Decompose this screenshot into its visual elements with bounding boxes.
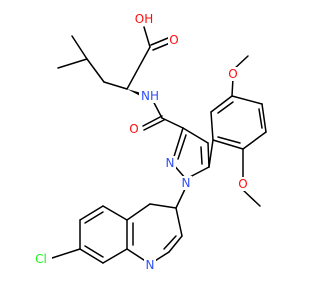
mask-n1 [180, 176, 192, 190]
mask-oh [133, 12, 153, 26]
label-pyrazole-n2: N [166, 156, 175, 170]
bonds-group [51, 26, 267, 265]
bond-c-oh [143, 26, 151, 48]
mask-n2 [164, 156, 176, 170]
bond-n1-quinoline [175, 186, 187, 209]
bond-calpha-ch2 [103, 81, 128, 90]
bond-q-inner-a [163, 235, 177, 250]
bond-ar-inner-b [258, 108, 263, 129]
bond-ch-me2 [71, 35, 88, 60]
bond-n2-c3-double [177, 134, 187, 160]
bond-q-c8-c8a [102, 248, 128, 264]
bond-c4-c5 [207, 142, 210, 168]
label-methoxy-top-o: O [228, 67, 237, 81]
bond-ar-inner-a [217, 101, 234, 114]
mask-cl [30, 252, 52, 266]
bond-q-inner-c [84, 211, 104, 224]
mask-o-amide [128, 122, 140, 136]
atom-labels-group: OH O NH O N N O O N Cl [30, 12, 249, 272]
bond-camide-o-b [143, 119, 165, 131]
bond-q-c5-c6 [79, 205, 104, 221]
bond-camide-c3 [161, 117, 184, 129]
structure-canvas: OH O NH O N N O O N Cl [30, 12, 267, 272]
bond-calpha-ccooh [126, 46, 151, 90]
bond-ar-1-2 [210, 111, 214, 141]
bond-ar-inner-c [217, 136, 241, 144]
bond-ch2-ch [86, 58, 105, 83]
bond-ar-3-4 [231, 95, 263, 105]
bond-q-c3-c2 [168, 235, 183, 253]
bond-ch-me1 [57, 58, 88, 69]
label-methoxy-bottom-o: O [238, 177, 247, 191]
bond-ar-2-3 [210, 95, 233, 113]
bond-ar-5-6 [242, 131, 267, 150]
bond-camide-o-a [142, 115, 163, 127]
mask-o-acid [168, 33, 180, 47]
bond-c-o-double-a [150, 37, 169, 46]
label-chloro: Cl [35, 252, 47, 266]
mask-ome-bottom [237, 177, 249, 191]
bond-q-c4a-c4 [126, 203, 151, 221]
bond-q-inner-d [84, 245, 104, 258]
bond-ome-bottom-me [242, 189, 261, 207]
label-amide-nh: NH [141, 89, 159, 103]
mask-nq [144, 258, 156, 272]
bond-c-o-double-b [152, 42, 171, 51]
label-carboxyl-oh: OH [135, 12, 153, 26]
bond-c3-c4 [182, 127, 209, 144]
label-quinoline-n: N [146, 258, 155, 272]
bond-q-c4a-c5 [102, 205, 128, 221]
bond-c5-aryl [208, 139, 214, 168]
bond-ar-4-5 [261, 103, 267, 133]
bond-ar-6-1 [212, 139, 244, 150]
label-carboxyl-o: O [169, 33, 178, 47]
mask-nh [139, 89, 161, 103]
label-pyrazole-n1: N [182, 176, 191, 190]
bond-q-c4-c3 [175, 207, 183, 237]
bond-c7-cl [51, 248, 81, 259]
bond-q-c4-c4b [149, 203, 177, 209]
mask-ome-top [227, 67, 239, 81]
label-amide-o: O [129, 122, 138, 136]
chemical-structure-diagram: OH O NH O N N O O N Cl [30, 12, 267, 272]
bond-c4-c5-double [200, 146, 203, 165]
bond-q-c7-c8 [79, 248, 104, 264]
